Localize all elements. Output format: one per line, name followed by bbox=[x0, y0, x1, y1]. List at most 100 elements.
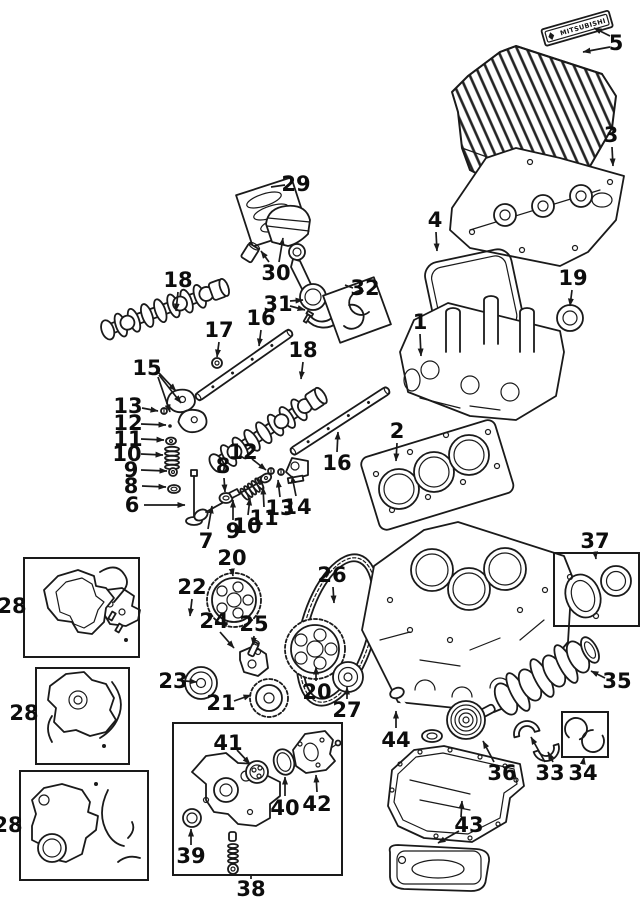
callouts: 1234567891011121389101112131415161617181… bbox=[0, 27, 632, 897]
callout-39: 39 bbox=[176, 844, 205, 868]
leader-line-12-left bbox=[140, 421, 167, 428]
leader-line-42 bbox=[313, 774, 320, 793]
leader-line-4 bbox=[433, 231, 440, 252]
leader-line-19 bbox=[567, 289, 574, 307]
oil-pan-upper bbox=[387, 745, 525, 843]
callout-8-mid: 8 bbox=[216, 454, 231, 478]
callout-27: 27 bbox=[332, 698, 361, 722]
intake-valve bbox=[185, 469, 203, 526]
leader-line-35 bbox=[590, 670, 606, 679]
thrust-washer-2 bbox=[577, 726, 609, 757]
connecting-rod bbox=[288, 243, 338, 329]
callout-29: 29 bbox=[281, 172, 310, 196]
callout-20-upper: 20 bbox=[217, 546, 246, 570]
group-boxes bbox=[19, 552, 640, 881]
group-box-38 bbox=[172, 722, 343, 876]
leader-line-13-left bbox=[141, 406, 159, 413]
callout-4: 4 bbox=[428, 208, 443, 232]
leader-line-15 bbox=[157, 376, 171, 413]
callout-8-left: 8 bbox=[124, 474, 139, 498]
leader-line-10-left bbox=[140, 451, 164, 458]
mitsubishi-logo-icon bbox=[548, 32, 555, 40]
callout-7: 7 bbox=[199, 529, 214, 553]
callout-3: 3 bbox=[604, 123, 619, 147]
valve-keeper-left bbox=[160, 407, 168, 415]
tensioner-pulley bbox=[332, 661, 364, 693]
callout-37: 37 bbox=[580, 529, 609, 553]
oil-pump-cover bbox=[292, 730, 342, 774]
leader-line-5 bbox=[582, 46, 611, 54]
cylinder-head bbox=[399, 295, 565, 421]
spring-retainer-mid bbox=[259, 472, 273, 484]
leader-line-9-left bbox=[140, 467, 168, 474]
valve-keeper-mid-1 bbox=[267, 467, 275, 475]
cam-sprocket-upper bbox=[206, 572, 262, 628]
cam-sprocket-lower bbox=[284, 618, 346, 680]
callout-31: 31 bbox=[263, 292, 292, 316]
leader-line-30 bbox=[260, 250, 270, 263]
callout-10-left: 10 bbox=[112, 442, 141, 466]
callout-9-left: 9 bbox=[124, 458, 139, 482]
callout-34: 34 bbox=[568, 761, 597, 785]
callout-28c: 28 bbox=[0, 813, 23, 837]
leader-line-16-upper bbox=[256, 329, 263, 347]
callout-30: 30 bbox=[261, 261, 290, 285]
leader-line-22 bbox=[187, 598, 194, 617]
leader-line-2 bbox=[393, 442, 400, 462]
callout-5: 5 bbox=[609, 31, 624, 55]
crank-pulley bbox=[446, 700, 486, 740]
leader-line-7 bbox=[207, 505, 214, 530]
head-gasket bbox=[360, 419, 515, 531]
leader-line-26 bbox=[330, 586, 337, 604]
leader-line-5 bbox=[593, 27, 611, 37]
callout-11-left: 11 bbox=[113, 427, 142, 451]
callout-44: 44 bbox=[381, 728, 410, 752]
leader-line-34 bbox=[579, 756, 586, 765]
callout-12-left: 12 bbox=[113, 411, 142, 435]
diagram-line-art: MITSUBISHI bbox=[31, 9, 632, 892]
callout-12-mid: 12 bbox=[228, 440, 257, 464]
callout-38: 38 bbox=[236, 877, 265, 897]
leader-line-10-mid bbox=[246, 497, 253, 516]
callout-19: 19 bbox=[558, 266, 587, 290]
leader-line-18-upper bbox=[173, 291, 180, 312]
callout-20-lower: 20 bbox=[302, 680, 331, 704]
callout-32: 32 bbox=[350, 276, 379, 300]
valve-seal-left bbox=[167, 484, 181, 494]
leader-line-30 bbox=[278, 237, 285, 263]
oil-pump-body bbox=[191, 752, 281, 827]
oil-pump-rotor bbox=[245, 760, 269, 784]
leader-line-33 bbox=[547, 751, 555, 763]
callout-10-mid: 10 bbox=[232, 514, 261, 538]
callout-18-lower: 18 bbox=[288, 338, 317, 362]
leader-line-3 bbox=[609, 146, 616, 167]
engine-nameplate: MITSUBISHI bbox=[540, 9, 614, 47]
valve-spring-left bbox=[164, 445, 180, 471]
leader-line-32 bbox=[344, 284, 354, 289]
callout-21: 21 bbox=[206, 691, 235, 715]
callout-13-mid: 13 bbox=[265, 496, 294, 520]
callout-28b: 28 bbox=[9, 701, 38, 725]
relief-valve bbox=[227, 831, 239, 875]
callout-24: 24 bbox=[199, 609, 228, 633]
callout-2: 2 bbox=[390, 419, 405, 443]
callout-28a: 28 bbox=[0, 594, 27, 618]
oil-pickup-tube bbox=[389, 686, 443, 743]
timing-cover-upper bbox=[43, 566, 128, 642]
valve-seal-mid bbox=[218, 492, 234, 504]
oil-pump-seal bbox=[182, 808, 202, 828]
leader-line-36 bbox=[482, 740, 495, 763]
spring-seat-mid bbox=[228, 488, 241, 499]
leader-line-11-left bbox=[140, 436, 165, 443]
leader-line-25 bbox=[250, 635, 257, 646]
idler-pulley bbox=[184, 666, 218, 700]
callout-33: 33 bbox=[535, 761, 564, 785]
leader-line-29 bbox=[270, 184, 286, 188]
valve-adjuster bbox=[168, 424, 172, 428]
callout-22: 22 bbox=[177, 575, 206, 599]
timing-cover-lower bbox=[31, 782, 141, 863]
leader-line-18-lower bbox=[298, 361, 305, 380]
callout-15: 15 bbox=[132, 356, 161, 380]
leader-line-15 bbox=[158, 374, 182, 404]
